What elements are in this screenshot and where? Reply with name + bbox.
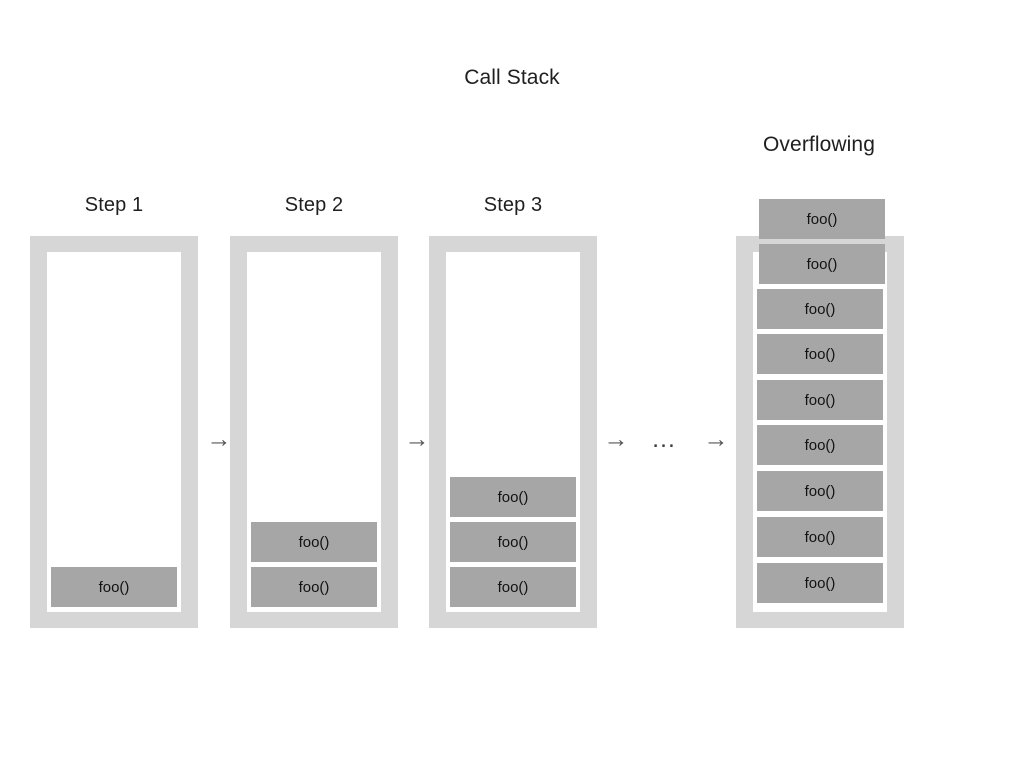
stack-frame: foo()	[450, 477, 576, 517]
stack-frame: foo()	[251, 522, 377, 562]
arrow-icon-step2-step3: →	[404, 425, 430, 453]
stack-container-inner-3: foo() foo() foo()	[446, 252, 580, 612]
step-label-3: Step 3	[483, 194, 543, 216]
stack-frame: foo()	[757, 563, 883, 603]
stack-frame: foo()	[757, 471, 883, 511]
stack-frame-overflowing: foo()	[759, 244, 885, 284]
stack-column-overflowing: foo() foo() foo() foo() foo() foo() foo(…	[736, 199, 904, 628]
stack-frame: foo()	[251, 567, 377, 607]
stack-container-inner-1: foo()	[47, 252, 181, 612]
stack-frame: foo()	[757, 425, 883, 465]
stack-frame: foo()	[51, 567, 177, 607]
stack-frame: foo()	[450, 522, 576, 562]
overflow-frame-stack: foo() foo() foo() foo() foo() foo() foo(…	[736, 199, 904, 628]
ellipsis-icon: …	[651, 425, 677, 453]
step-label-1: Step 1	[84, 194, 144, 216]
arrow-icon-step3-ellipsis: →	[603, 425, 629, 453]
stack-frame: foo()	[757, 380, 883, 420]
stack-column-step-2: foo() foo()	[230, 236, 398, 628]
overflowing-title: Overflowing	[763, 133, 875, 156]
stack-container-inner-2: foo() foo()	[247, 252, 381, 612]
step-label-2: Step 2	[284, 194, 344, 216]
arrow-icon-ellipsis-overflow: →	[703, 425, 729, 453]
stack-column-step-3: foo() foo() foo()	[429, 236, 597, 628]
stack-frame: foo()	[450, 567, 576, 607]
stack-frame: foo()	[757, 289, 883, 329]
stack-frame-overflowing: foo()	[759, 199, 885, 239]
stack-frame: foo()	[757, 334, 883, 374]
stack-frame: foo()	[757, 517, 883, 557]
arrow-icon-step1-step2: →	[206, 425, 232, 453]
stack-column-step-1: foo()	[30, 236, 198, 628]
page-title: Call Stack	[464, 66, 560, 89]
